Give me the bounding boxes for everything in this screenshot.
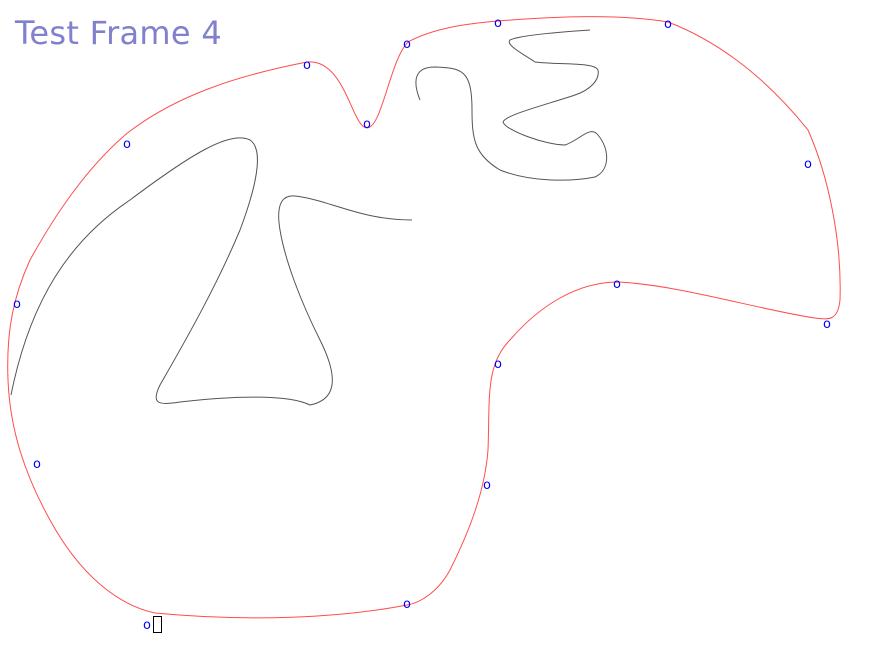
control-point-markers: o o o o o o o o o o o o o o o	[13, 16, 831, 633]
control-point[interactable]: o	[494, 357, 502, 372]
control-point[interactable]: o	[363, 117, 371, 132]
control-point[interactable]: o	[664, 17, 672, 32]
control-point[interactable]: o	[13, 297, 21, 312]
control-point[interactable]: o	[143, 618, 151, 633]
control-point[interactable]: o	[494, 16, 502, 31]
frame-title: Test Frame 4	[15, 14, 223, 52]
stroke-right-scribble	[415, 29, 608, 181]
control-point[interactable]: o	[303, 58, 311, 73]
control-point[interactable]: o	[123, 137, 131, 152]
control-point[interactable]: o	[613, 277, 621, 292]
control-point[interactable]: o	[403, 597, 411, 612]
stroke-left-loop	[10, 137, 413, 406]
text-cursor	[153, 616, 162, 633]
control-point[interactable]: o	[403, 37, 411, 52]
control-point[interactable]: o	[483, 478, 491, 493]
control-point[interactable]: o	[823, 317, 831, 332]
control-point[interactable]: o	[33, 457, 41, 472]
outline-curve	[7, 16, 841, 619]
control-point[interactable]: o	[804, 157, 812, 172]
